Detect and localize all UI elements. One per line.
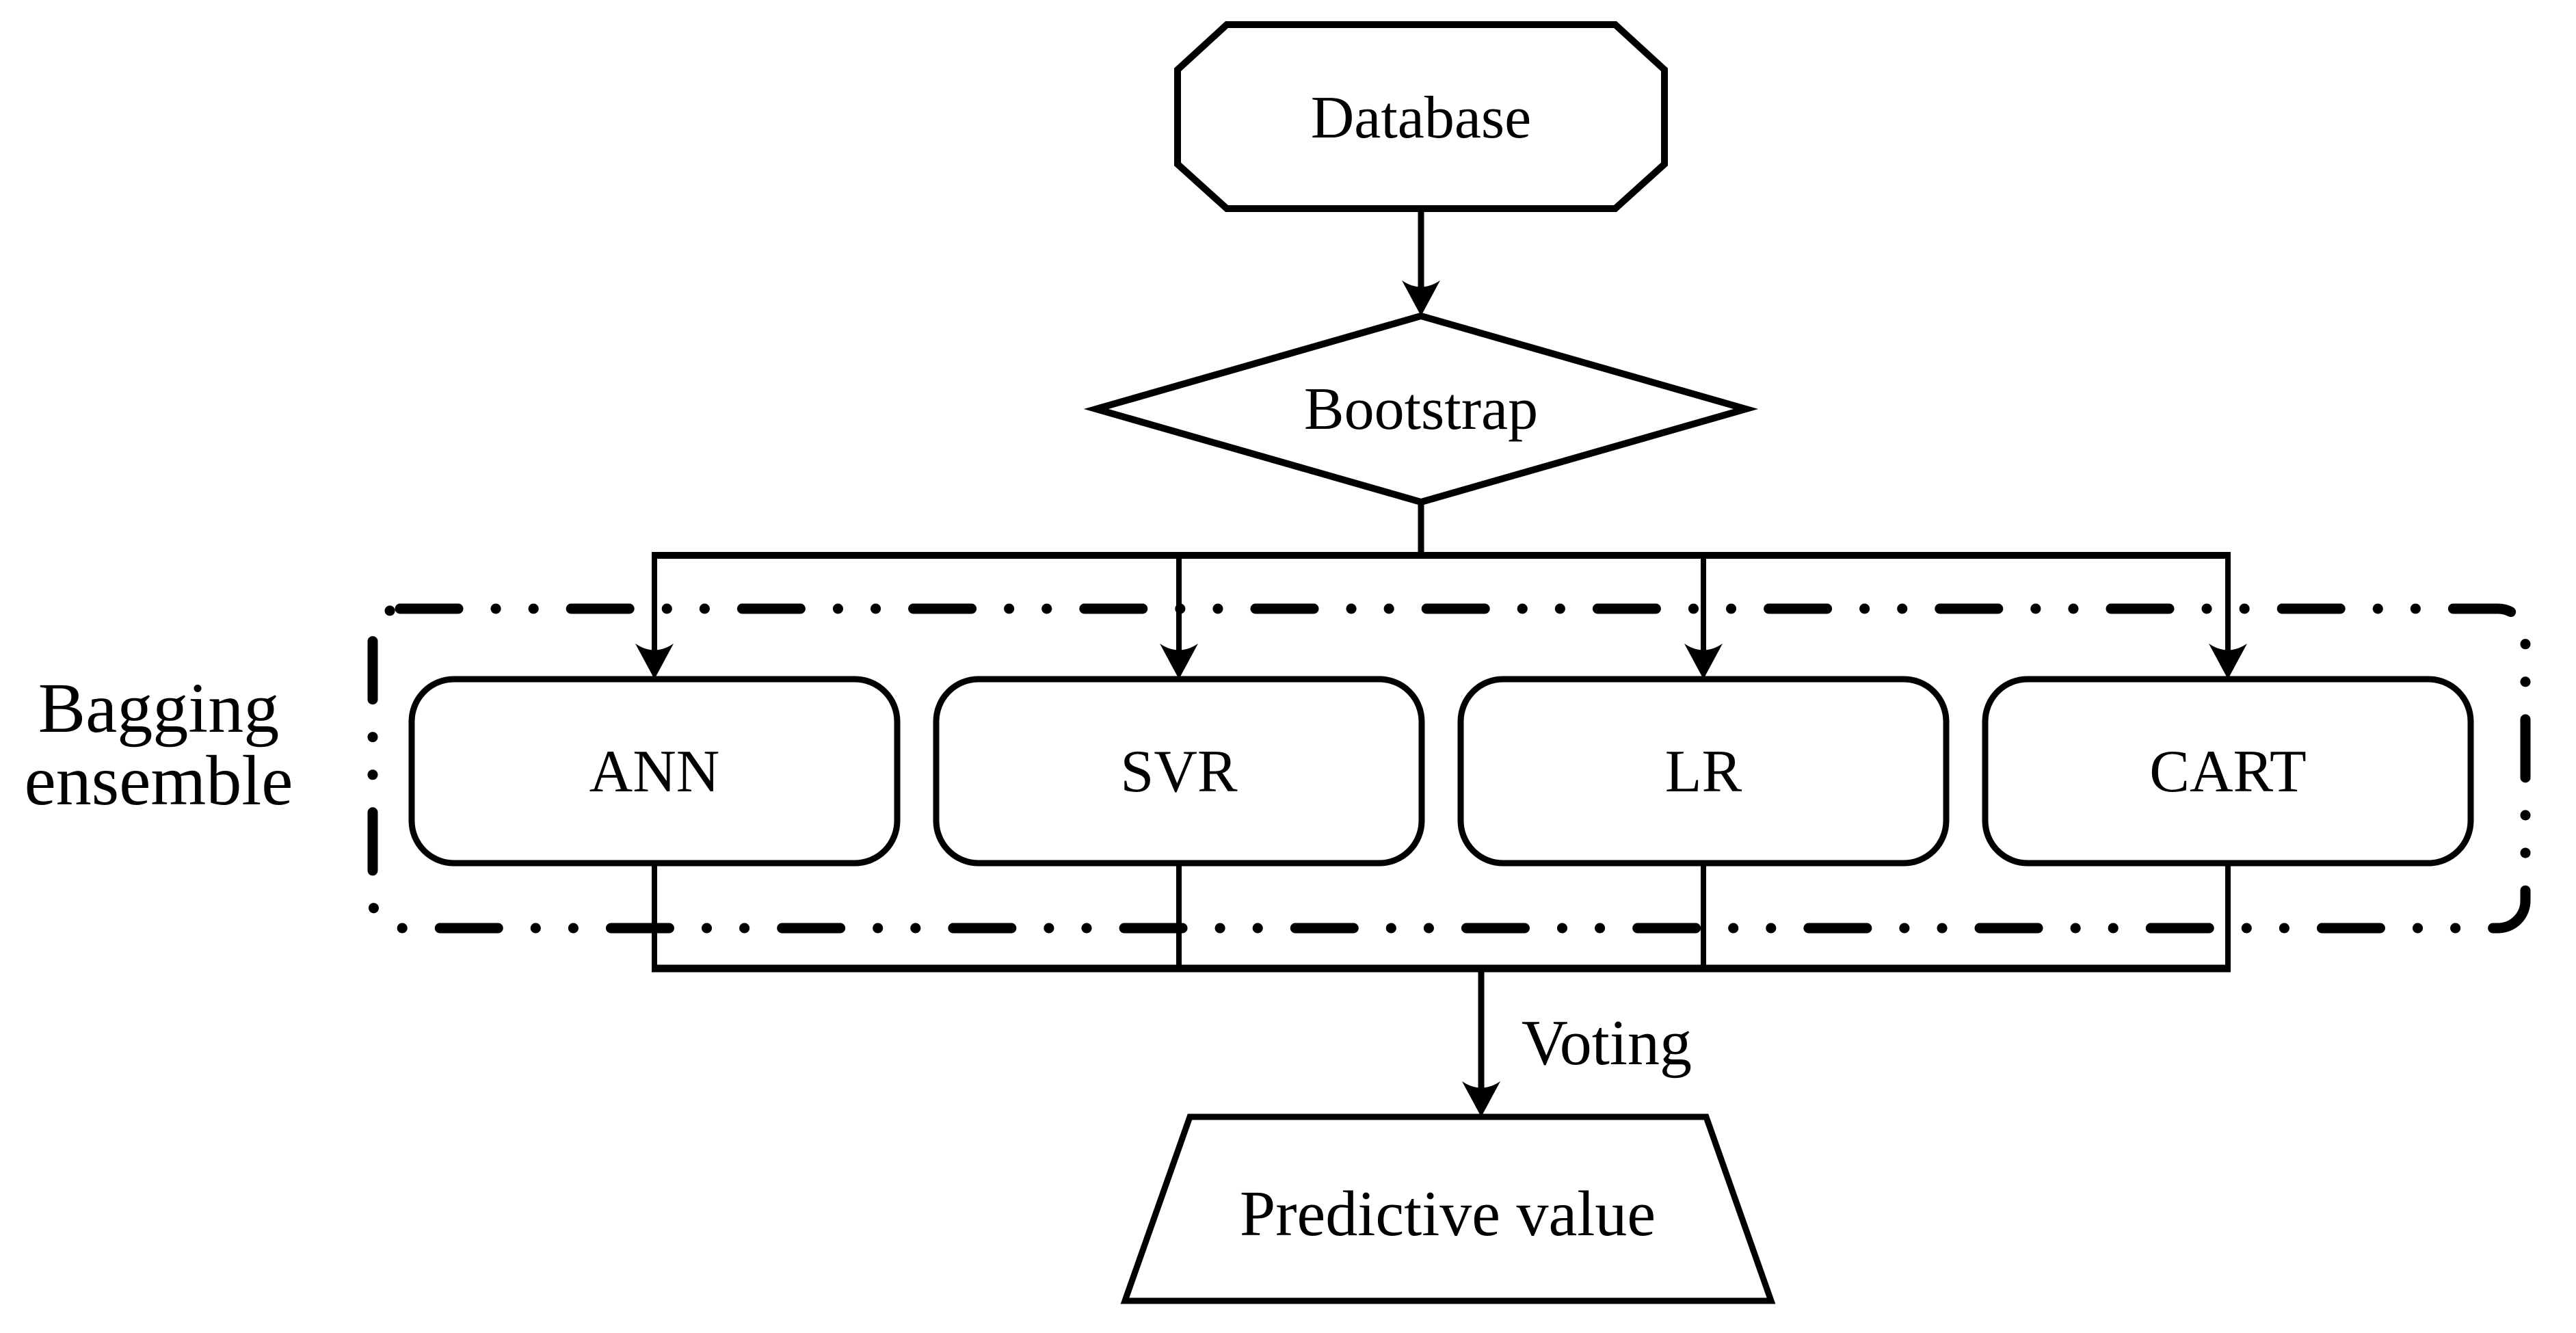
bagging-ensemble-frame — [367, 603, 2531, 934]
ann-box — [408, 676, 901, 867]
svr-box — [933, 676, 1425, 867]
arrowhead-cart — [2209, 644, 2247, 679]
database-label: Database — [1311, 85, 1531, 151]
arrowhead-predictive-value — [1462, 1081, 1500, 1117]
ann-label: ANN — [589, 739, 720, 805]
node-predictive-value: Predictive value — [1120, 1113, 1776, 1304]
predictive-value-trapezoid — [1120, 1113, 1776, 1304]
bagging-label-line2: ensemble — [25, 741, 293, 820]
predictive-value-label: Predictive value — [1240, 1178, 1656, 1250]
arrowhead-bootstrap — [1402, 280, 1440, 316]
node-database: Database — [1174, 21, 1668, 212]
node-cart: CART — [1982, 676, 2474, 867]
node-lr: LR — [1457, 676, 1950, 867]
bagging-label-line1: Bagging — [38, 669, 279, 748]
arrowhead-ann — [635, 644, 674, 679]
cart-box — [1982, 676, 2474, 867]
node-svr: SVR — [933, 676, 1425, 867]
voting-label: Voting — [1522, 1007, 1692, 1079]
node-bootstrap: Bootstrap — [1083, 312, 1759, 506]
arrowhead-svr — [1160, 644, 1198, 679]
lr-box — [1457, 676, 1950, 867]
bagging-ensemble-label: Bagging ensemble — [25, 669, 293, 820]
database-octagon — [1174, 21, 1668, 212]
lr-label: LR — [1665, 739, 1742, 805]
arrowhead-lr — [1684, 644, 1723, 679]
connector-lines — [635, 211, 2247, 1117]
cart-label: CART — [2149, 739, 2306, 805]
bootstrap-label: Bootstrap — [1304, 376, 1538, 443]
bootstrap-diamond — [1083, 312, 1759, 506]
node-ann: ANN — [408, 676, 901, 867]
svr-label: SVR — [1120, 739, 1237, 805]
